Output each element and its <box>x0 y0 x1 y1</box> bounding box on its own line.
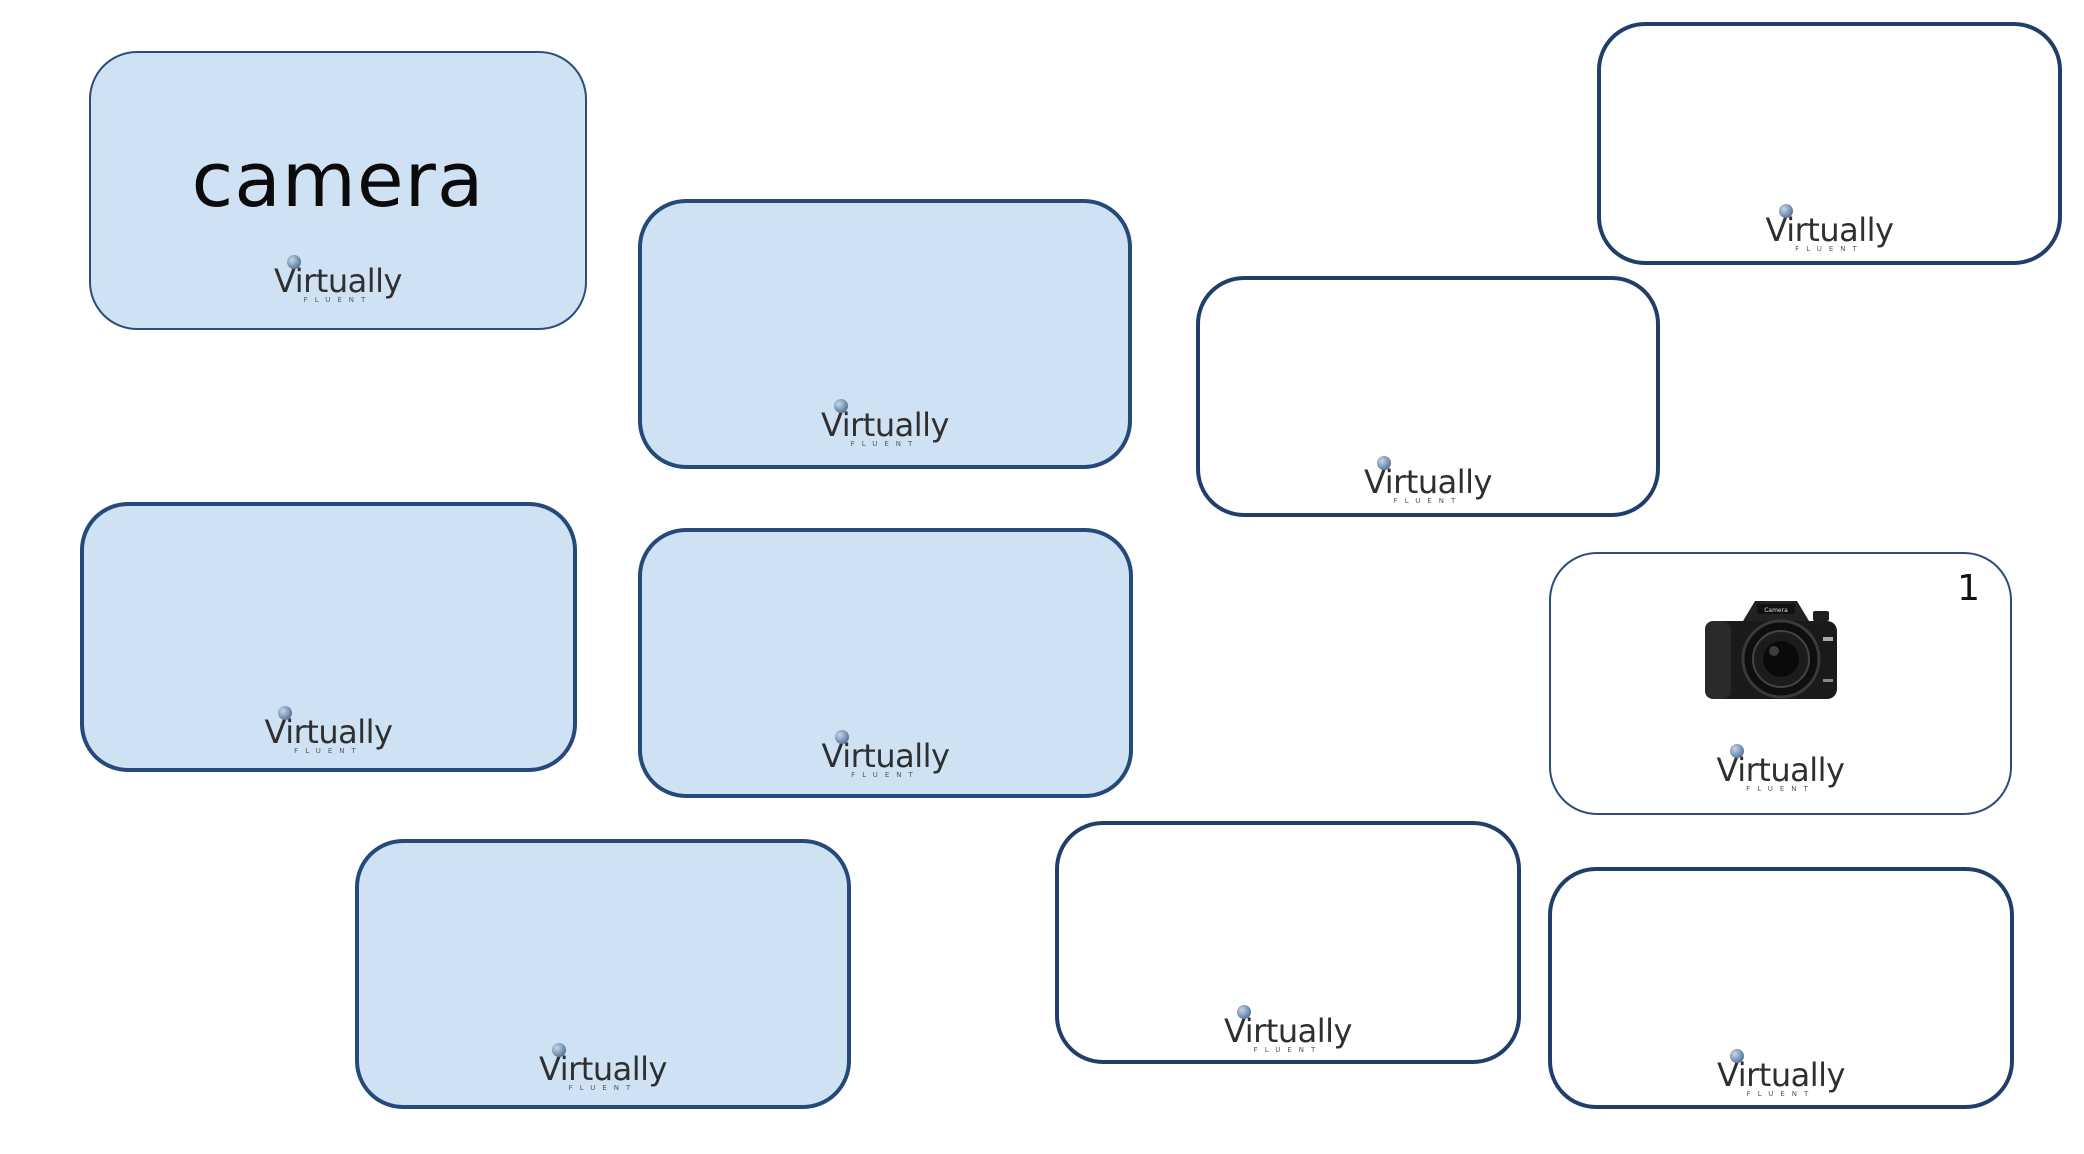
brand-logo: Virtually FLUENT <box>254 706 404 764</box>
brand-logo-tag: FLUENT <box>1746 1090 1816 1098</box>
brand-logo-text: Virtually <box>539 1050 667 1088</box>
card-face-down[interactable]: Virtually FLUENT <box>638 199 1132 469</box>
brand-logo-tag: FLUENT <box>294 747 363 755</box>
brand-logo-text: Virtually <box>1224 1012 1352 1050</box>
brand-logo: Virtually FLUENT <box>528 1043 678 1101</box>
brand-logo: Virtually FLUENT <box>1706 1049 1856 1107</box>
card-word-camera[interactable]: camera Virtually FLUENT <box>89 51 587 330</box>
globe-icon <box>1730 1049 1744 1063</box>
camera-brand-text: Camera <box>1764 607 1788 614</box>
brand-logo-text: Virtually <box>1765 211 1894 249</box>
brand-logo: Virtually FLUENT <box>810 399 960 457</box>
brand-logo: Virtually FLUENT <box>263 255 413 313</box>
brand-logo-text: Virtually <box>264 713 393 751</box>
globe-icon <box>552 1043 566 1057</box>
brand-logo-text: Virtually <box>821 737 950 775</box>
brand-logo-text: Virtually <box>1364 463 1492 501</box>
brand-logo-text: Virtually <box>821 406 949 444</box>
brand-logo-tag: FLUENT <box>1393 497 1463 505</box>
brand-logo-text: Virtually <box>1717 1056 1845 1094</box>
globe-icon <box>1778 204 1793 218</box>
card-face-up[interactable]: Virtually FLUENT <box>1196 276 1660 517</box>
brand-logo-tag: FLUENT <box>303 296 373 304</box>
brand-logo: Virtually FLUENT <box>1706 744 1856 802</box>
globe-icon <box>834 730 849 744</box>
card-face-up[interactable]: Virtually FLUENT <box>1055 821 1521 1064</box>
card-face-up[interactable]: Virtually FLUENT <box>1597 22 2062 265</box>
brand-logo-tag: FLUENT <box>850 440 920 448</box>
globe-icon <box>277 706 292 720</box>
brand-logo-tag: FLUENT <box>1746 785 1815 793</box>
card-word: camera <box>191 135 485 224</box>
brand-logo-tag: FLUENT <box>568 1084 638 1092</box>
card-face-up[interactable]: Virtually FLUENT <box>1548 867 2014 1109</box>
brand-logo-tag: FLUENT <box>851 771 920 779</box>
brand-logo: Virtually FLUENT <box>1213 1005 1363 1063</box>
card-image-camera[interactable]: 1 Camera Virtually FLUENT <box>1549 552 2012 815</box>
card-face-down[interactable]: Virtually FLUENT <box>355 839 851 1109</box>
card-face-down[interactable]: Virtually FLUENT <box>638 528 1133 798</box>
brand-logo: Virtually FLUENT <box>811 730 961 788</box>
brand-logo-text: Virtually <box>274 262 402 300</box>
brand-logo-tag: FLUENT <box>1253 1046 1323 1054</box>
globe-icon <box>1377 456 1391 470</box>
brand-logo-text: Virtually <box>1716 751 1845 789</box>
brand-logo: Virtually FLUENT <box>1353 456 1503 514</box>
brand-logo: Virtually FLUENT <box>1755 204 1905 262</box>
card-number: 1 <box>1957 568 1980 609</box>
globe-icon <box>1237 1005 1251 1019</box>
brand-logo-tag: FLUENT <box>1795 245 1864 253</box>
camera-icon: Camera <box>1705 601 1837 699</box>
globe-icon <box>1729 744 1744 758</box>
globe-icon <box>834 399 848 413</box>
card-face-down[interactable]: Virtually FLUENT <box>80 502 577 772</box>
globe-icon <box>287 255 301 269</box>
